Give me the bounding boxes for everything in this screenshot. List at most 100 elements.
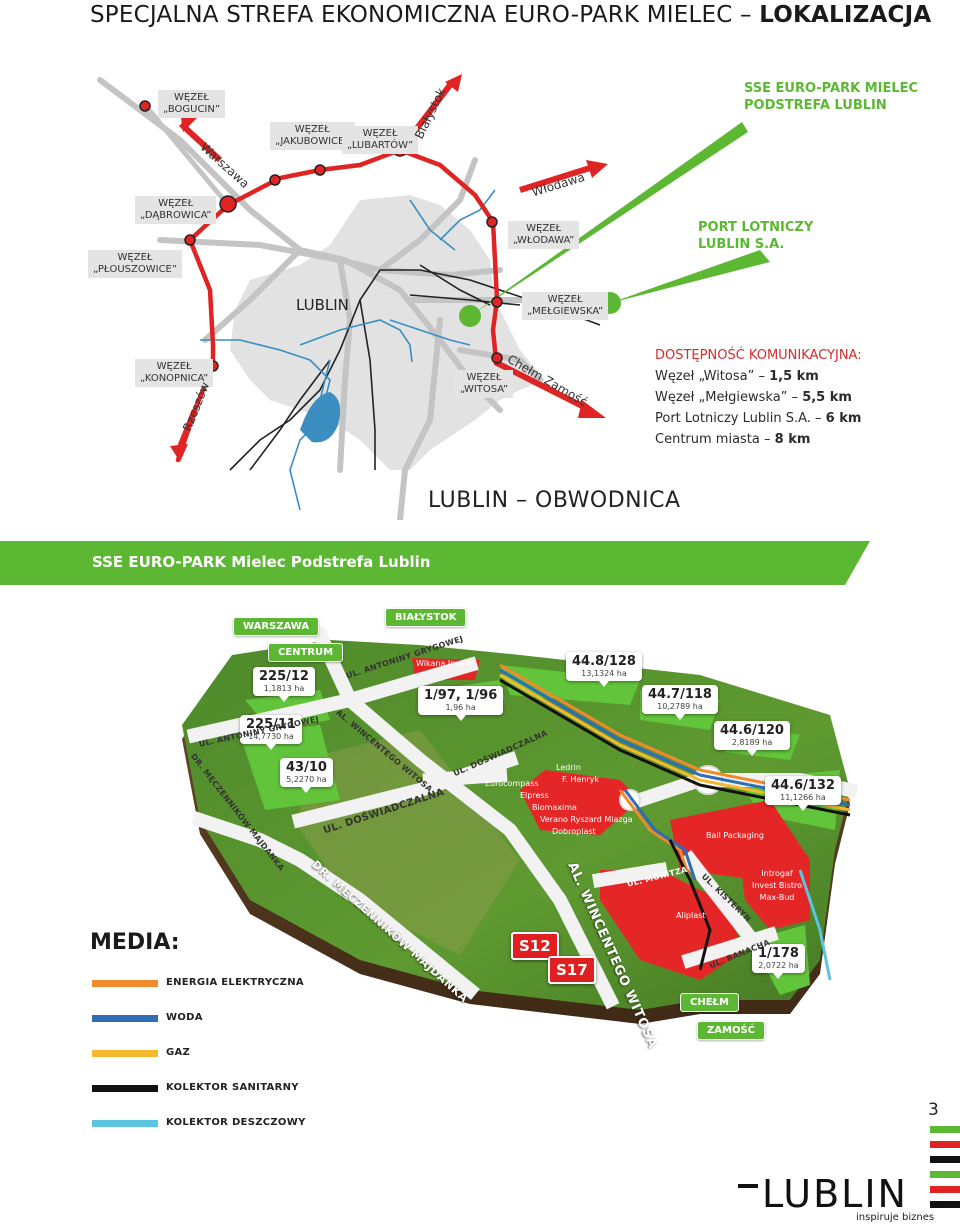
- tag-zamosc: ZAMOŚĆ: [697, 1021, 765, 1040]
- legend-label: WODA: [166, 1012, 203, 1023]
- banner-title: SSE EURO-PARK Mielec Podstrefa Lublin: [92, 553, 431, 571]
- access-row: Centrum miasta – 8 km: [655, 429, 862, 450]
- decor-stripe: [930, 1126, 960, 1133]
- plot-area: 10,2789 ha: [657, 702, 703, 711]
- banner-shape: [0, 541, 870, 585]
- company-label: Verano Ryszard Miazga: [540, 815, 633, 824]
- company-label: Biomaxima: [532, 803, 577, 812]
- plot-area: 13,1324 ha: [581, 669, 627, 678]
- plot-id: 1/178: [758, 946, 799, 961]
- company-label: Ledrin: [556, 763, 581, 772]
- page-title-bold: LOKALIZACJA: [759, 2, 932, 28]
- tag-chelm: CHEŁM: [680, 993, 739, 1012]
- plot-id: 43/10: [286, 760, 327, 775]
- plot-area: 11,1266 ha: [780, 793, 826, 802]
- logo-tagline: inspiruje biznes: [856, 1212, 935, 1223]
- plot-id: 44.6/132: [771, 778, 835, 793]
- plot-id: 44.7/118: [648, 687, 712, 702]
- company-label: Wikana Invest: [416, 659, 473, 668]
- road-sign-s12: S12: [511, 932, 559, 960]
- location-map: [97, 74, 770, 520]
- access-row: Port Lotniczy Lublin S.A. – 6 km: [655, 408, 862, 429]
- plot-id: 225/12: [259, 669, 309, 684]
- airport-callout: [610, 250, 770, 303]
- plot-id: 44.6/120: [720, 723, 784, 738]
- node-wlodawa-label: WĘZEŁ „WŁODAWA”: [508, 221, 580, 249]
- media-title: MEDIA:: [90, 930, 180, 955]
- decor-stripe: [930, 1186, 960, 1193]
- ring-road-caption: LUBLIN – OBWODNICA: [428, 488, 681, 513]
- legend-label: KOLEKTOR DESZCZOWY: [166, 1117, 306, 1128]
- plot-id: 1/97, 1/96: [424, 688, 498, 703]
- logo-dash: [738, 1184, 758, 1188]
- decor-stripe: [930, 1141, 960, 1148]
- access-row: Węzeł „Witosa” – 1,5 km: [655, 366, 862, 387]
- legend-swatch-storm: [92, 1120, 158, 1127]
- legend-swatch-sewage: [92, 1085, 158, 1092]
- sse-callout: [470, 122, 748, 316]
- page-title: SPECJALNA STREFA EKONOMICZNA EURO-PARK M…: [90, 2, 931, 28]
- plot-area: 1,96 ha: [445, 703, 476, 712]
- access-heading: DOSTĘPNOŚĆ KOMUNIKACYJNA:: [655, 348, 862, 363]
- city-label: LUBLIN: [296, 296, 349, 314]
- node-jakubowice-label: WĘZEŁ „JAKUBOWICE”: [270, 122, 355, 150]
- node-witosa-label: WĘZEŁ „WITOSA”: [455, 370, 514, 398]
- legend-label: KOLEKTOR SANITARNY: [166, 1082, 299, 1093]
- plot-id: 225/11: [246, 717, 296, 732]
- access-row-name: Węzeł „Mełgiewska” –: [655, 390, 803, 405]
- tag-bialystok: BIAŁYSTOK: [385, 608, 467, 627]
- node-lubartow-label: WĘZEŁ „LUBARTÓW”: [342, 126, 419, 154]
- zemborzyce-lake: [300, 392, 341, 443]
- plot-area: 2,8189 ha: [731, 738, 773, 747]
- access-row-name: Centrum miasta –: [655, 432, 775, 447]
- lublin-logo: LUBLIN: [762, 1172, 908, 1216]
- page-title-light: SPECJALNA STREFA EKONOMICZNA EURO-PARK M…: [90, 2, 760, 28]
- company-label: Introgaf Invest Bistro Max-Bud: [752, 869, 802, 902]
- railways: [229, 264, 601, 471]
- node-dabrowica-label: WĘZEŁ „DĄBROWICA”: [135, 196, 217, 224]
- access-row-name: Port Lotniczy Lublin S.A. –: [655, 411, 826, 426]
- page-number: 3: [928, 1100, 939, 1120]
- access-row-value: 8 km: [774, 432, 811, 447]
- access-row-name: Węzeł „Witosa” –: [655, 369, 770, 384]
- legend-swatch-gas: [92, 1050, 158, 1057]
- plot-area: 1,1813 ha: [263, 684, 305, 693]
- company-label: Aliplast: [676, 911, 706, 920]
- road-sign-s17: S17: [548, 956, 596, 984]
- node-melgiewska-label: WĘZEŁ „MEŁGIEWSKA”: [522, 292, 609, 320]
- access-row-value: 1,5 km: [769, 369, 819, 384]
- legend-label: ENERGIA ELEKTRYCZNA: [166, 977, 304, 988]
- company-label: Dobroplast: [552, 827, 596, 836]
- plot-area: 2,0722 ha: [758, 961, 799, 970]
- company-label: Elpress: [520, 791, 549, 800]
- decor-stripe: [930, 1171, 960, 1178]
- legend-label: GAZ: [166, 1047, 191, 1058]
- company-label: Bail Packaging: [706, 831, 764, 840]
- aerial-view: [182, 625, 859, 1024]
- decor-stripe: [930, 1156, 960, 1163]
- plot-area: 14,7730 ha: [248, 732, 294, 741]
- airport-label: PORT LOTNICZY LUBLIN S.A.: [698, 220, 814, 252]
- legend-swatch-water: [92, 1015, 158, 1022]
- node-bogucin-label: WĘZEŁ „BOGUCIN”: [158, 90, 226, 118]
- access-row-value: 6 km: [825, 411, 862, 426]
- plot-id: 44.8/128: [572, 654, 636, 669]
- decor-stripe: [930, 1201, 960, 1208]
- access-row-value: 5,5 km: [802, 390, 852, 405]
- sse-marker: [459, 305, 481, 327]
- company-label: F. Henryk: [562, 775, 600, 784]
- access-info: DOSTĘPNOŚĆ KOMUNIKACYJNA: Węzeł „Witosa”…: [655, 345, 862, 450]
- company-label: Eurocompass: [485, 779, 539, 788]
- tag-centrum: CENTRUM: [268, 643, 344, 662]
- node-konopnica-label: WĘZEŁ „KONOPNICA”: [135, 359, 214, 387]
- plot-area: 5,2270 ha: [286, 775, 327, 784]
